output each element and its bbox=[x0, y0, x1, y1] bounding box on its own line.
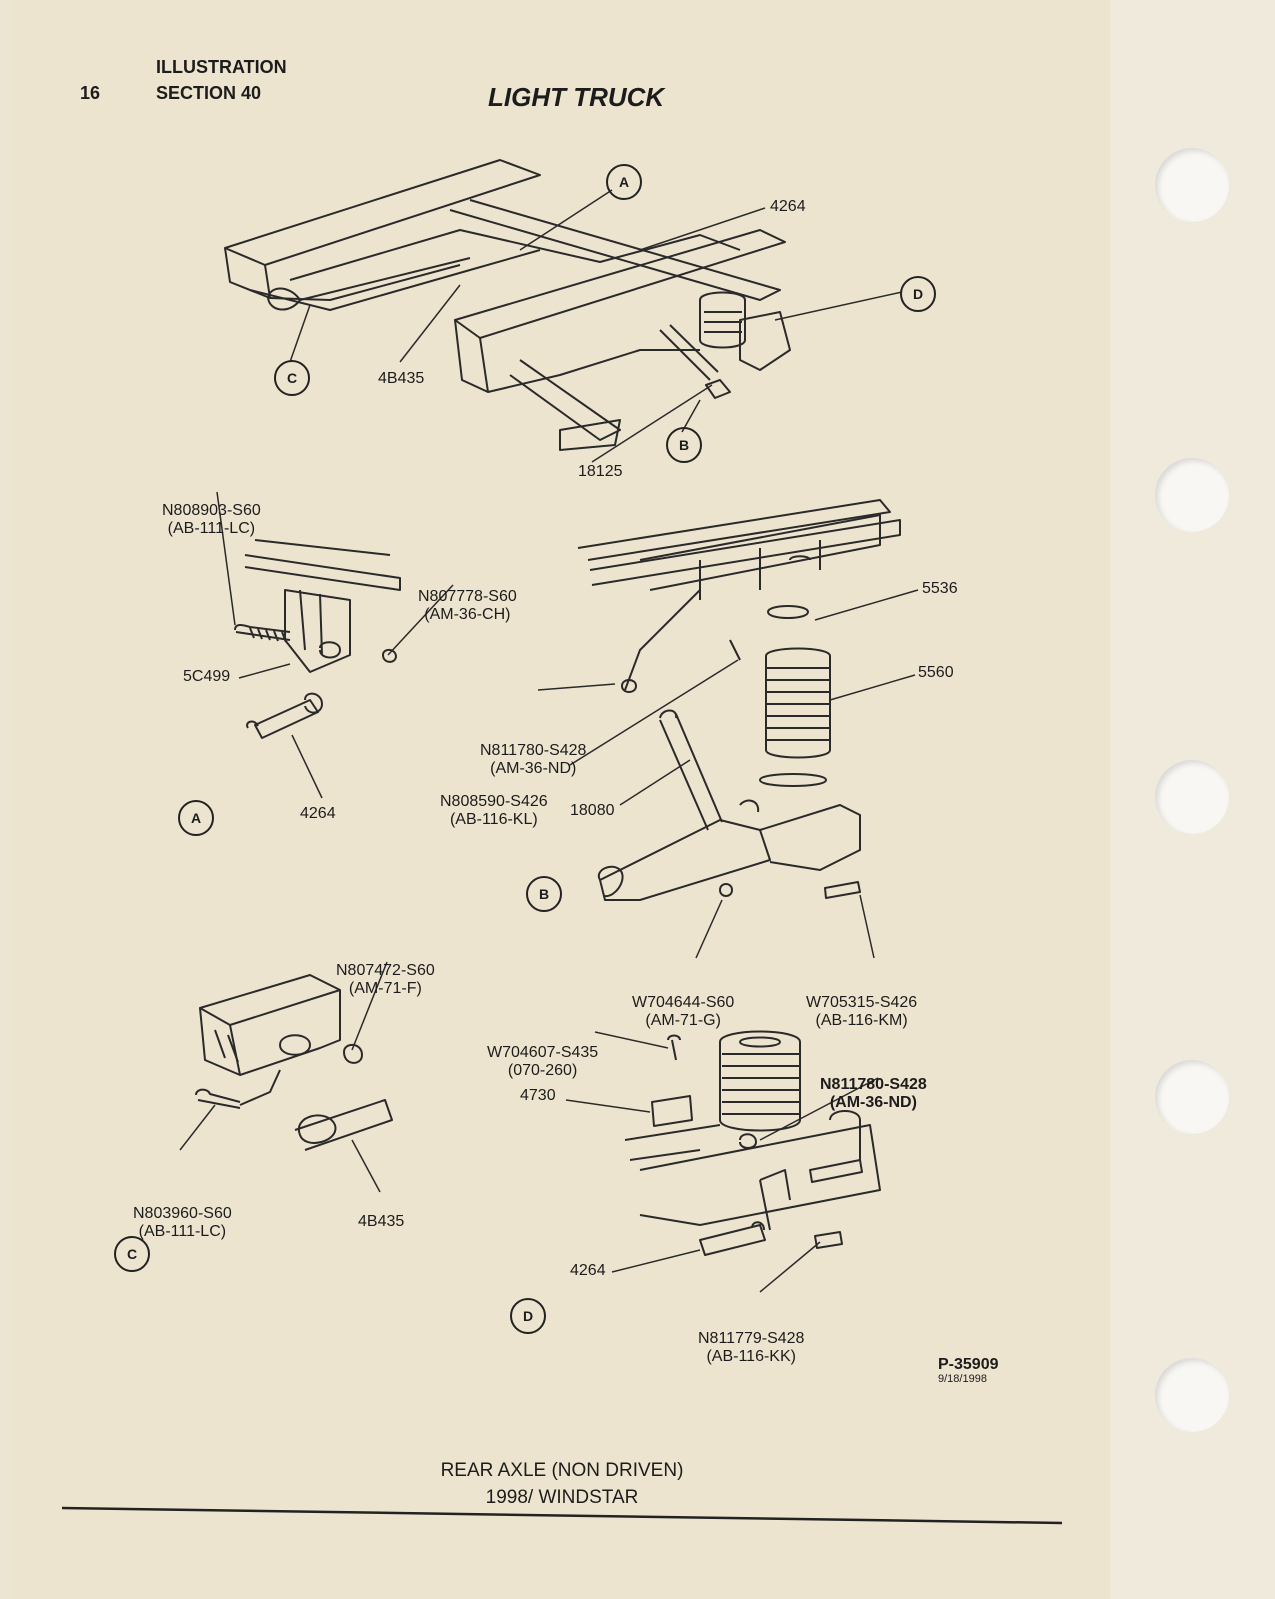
part-number: 4B435 bbox=[358, 1213, 405, 1230]
callout-b: B bbox=[666, 427, 702, 463]
part-number: 18125 bbox=[578, 463, 623, 480]
page-number: 16 bbox=[80, 83, 101, 103]
part-number: 4730 bbox=[520, 1087, 556, 1104]
part-number: 5560 bbox=[918, 664, 954, 681]
illustration-reference: P-35909 bbox=[938, 1356, 999, 1373]
callout-d: D bbox=[900, 276, 936, 312]
view-a-label: A bbox=[178, 800, 214, 836]
fastener-label: N811780-S428(AM-36-ND) bbox=[820, 1076, 927, 1111]
manual-page bbox=[12, 0, 1110, 1599]
fastener-label: N808903-S60(AB-111-LC) bbox=[162, 502, 261, 537]
footer-rule bbox=[61, 1506, 1063, 1525]
part-number: 4264 bbox=[770, 198, 806, 215]
view-d-label: D bbox=[510, 1298, 546, 1334]
main-frame-drawing bbox=[224, 159, 791, 451]
part-number: 4264 bbox=[300, 805, 336, 822]
part-number: 5536 bbox=[922, 580, 958, 597]
binder-hole bbox=[1155, 458, 1229, 532]
header-section-label: ILLUSTRATION bbox=[156, 57, 287, 77]
page-title: LIGHT TRUCK bbox=[488, 82, 665, 112]
part-number: 4B435 bbox=[378, 370, 425, 387]
illustration-date: 9/18/1998 bbox=[938, 1373, 987, 1385]
fastener-label: N808590-S426(AB-116-KL) bbox=[440, 793, 548, 828]
view-b-drawing bbox=[577, 499, 901, 901]
fastener-label: N807778-S60(AM-36-CH) bbox=[418, 588, 517, 623]
part-number: 18080 bbox=[570, 802, 615, 819]
binder-hole bbox=[1155, 1060, 1229, 1134]
binder-hole bbox=[1155, 148, 1229, 222]
view-c-label: C bbox=[114, 1236, 150, 1272]
callout-a: A bbox=[606, 164, 642, 200]
fastener-label: W705315-S426(AB-116-KM) bbox=[806, 994, 918, 1029]
view-c-drawing bbox=[195, 974, 393, 1151]
fastener-label: W704607-S435(070-260) bbox=[487, 1044, 599, 1079]
part-number: 5C499 bbox=[183, 668, 231, 685]
view-b-label: B bbox=[526, 876, 562, 912]
fastener-label: N803960-S60(AB-111-LC) bbox=[133, 1205, 232, 1240]
view-a-drawing bbox=[234, 539, 401, 739]
part-number: 4264 bbox=[570, 1262, 606, 1279]
callout-c: C bbox=[274, 360, 310, 396]
fastener-label: W704644-S60(AM-71-G) bbox=[632, 994, 735, 1029]
binder-hole bbox=[1155, 1358, 1229, 1432]
fastener-label: N811780-S428(AM-36-ND) bbox=[480, 742, 587, 777]
header-section-number: SECTION 40 bbox=[156, 83, 262, 103]
binder-hole bbox=[1155, 760, 1229, 834]
view-d-drawing bbox=[624, 1030, 881, 1256]
footer-title: REAR AXLE (NON DRIVEN) bbox=[440, 1460, 684, 1481]
fastener-label: N811779-S428(AB-116-KK) bbox=[698, 1330, 805, 1365]
fastener-label: N807472-S60(AM-71-F) bbox=[336, 962, 435, 997]
footer-model: 1998/ WINDSTAR bbox=[485, 1487, 639, 1508]
